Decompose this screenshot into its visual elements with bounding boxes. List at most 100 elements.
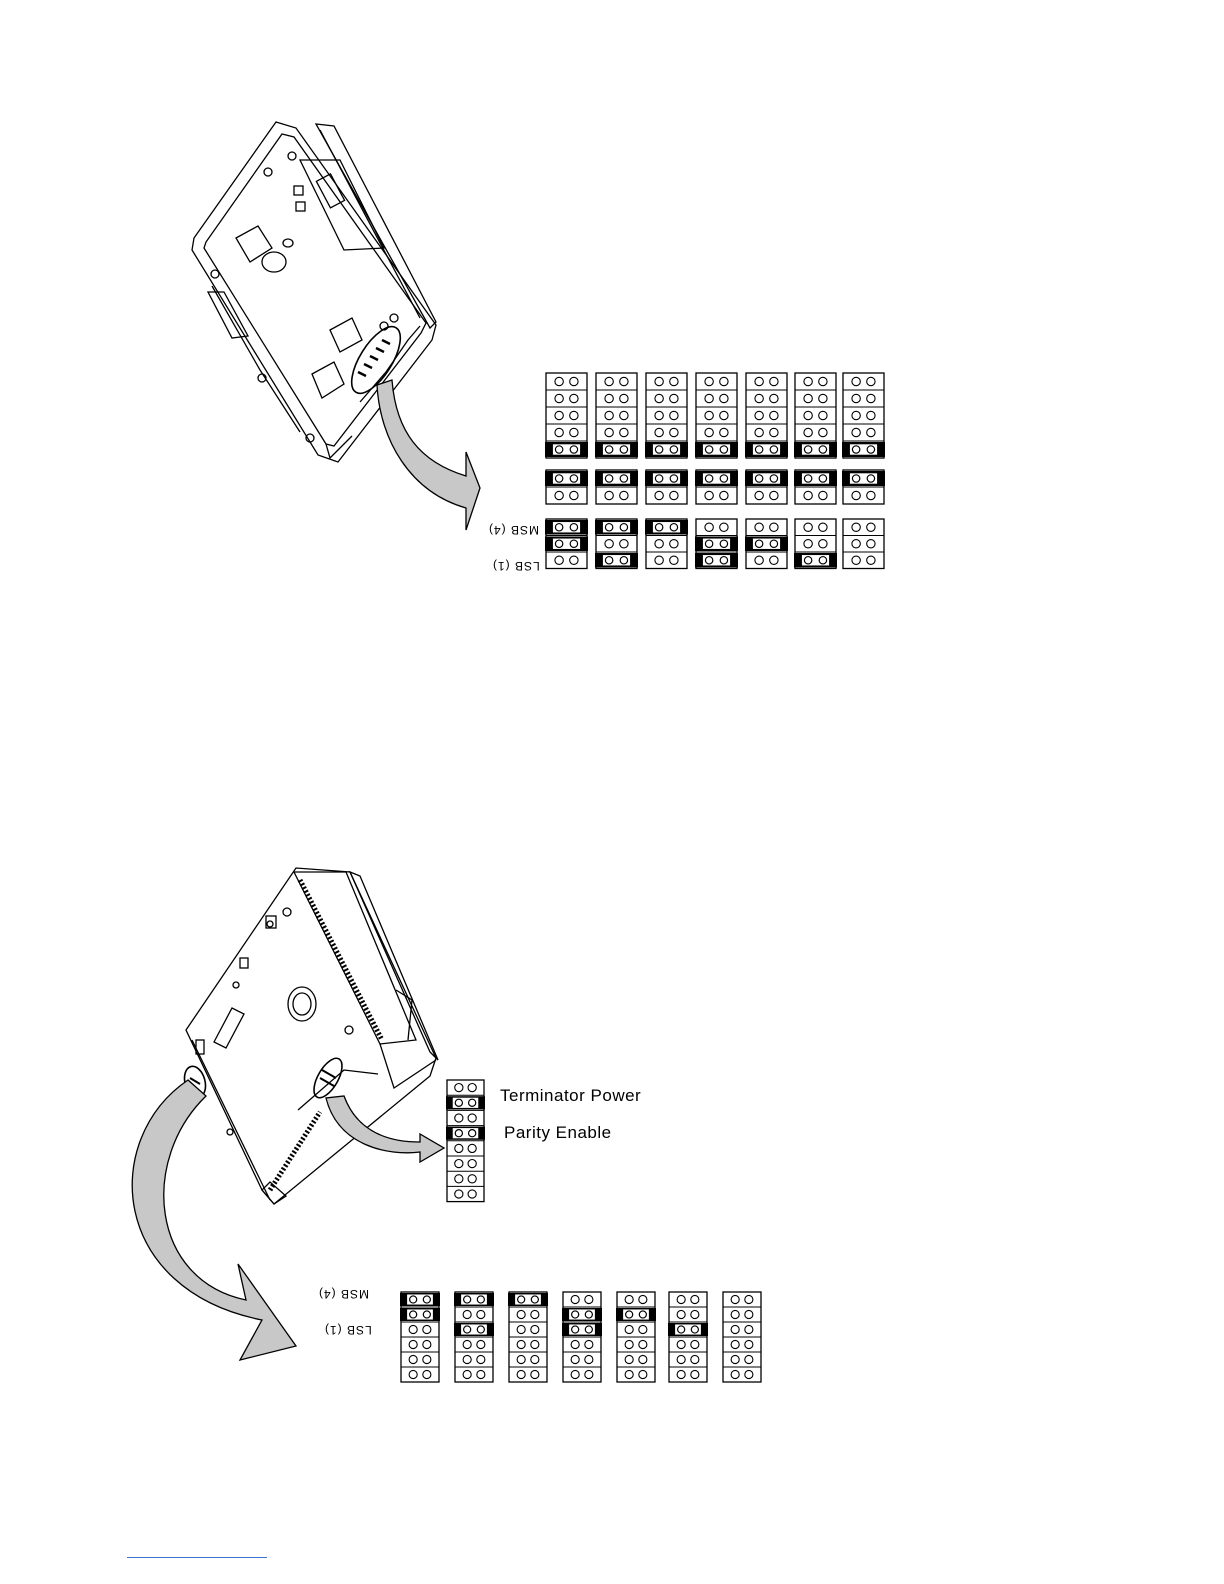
pin — [720, 394, 728, 402]
pin — [639, 1355, 647, 1363]
pin — [731, 1355, 739, 1363]
pin — [770, 446, 777, 453]
scsi-id-jumper-column — [645, 519, 688, 569]
pin — [555, 491, 563, 499]
pin — [455, 1159, 463, 1167]
pin — [867, 540, 875, 548]
pin — [555, 377, 563, 385]
pin — [468, 1083, 476, 1091]
pin — [705, 411, 713, 419]
upper-jumper-column — [745, 373, 788, 458]
pin — [670, 446, 677, 453]
pin — [655, 475, 662, 482]
pin — [745, 1340, 753, 1348]
pin — [819, 491, 827, 499]
pin — [691, 1340, 699, 1348]
pin — [755, 446, 762, 453]
pin — [731, 1295, 739, 1303]
footer-rule — [127, 1557, 267, 1558]
pin — [571, 1340, 579, 1348]
pin — [423, 1311, 430, 1318]
pin — [819, 411, 827, 419]
middle-jumper-column — [595, 470, 638, 504]
pin — [655, 446, 662, 453]
pin — [517, 1325, 525, 1333]
pin — [755, 394, 763, 402]
pin — [572, 1311, 579, 1318]
pin — [455, 1144, 463, 1152]
pin — [625, 1340, 633, 1348]
pin — [625, 1295, 633, 1303]
pin — [605, 524, 612, 531]
pin — [639, 1295, 647, 1303]
pin — [852, 411, 860, 419]
pin — [571, 1355, 579, 1363]
pin — [670, 491, 678, 499]
pin — [463, 1340, 471, 1348]
pin — [463, 1370, 471, 1378]
pin — [570, 446, 577, 453]
scsi-id-jumper-column-frame — [843, 519, 884, 569]
pin — [819, 428, 827, 436]
pin — [852, 523, 860, 531]
pin — [819, 446, 826, 453]
pin — [867, 377, 875, 385]
pin — [852, 428, 860, 436]
pin — [691, 1370, 699, 1378]
pin — [620, 377, 628, 385]
pin — [755, 411, 763, 419]
scsi-id-jumper-column — [545, 519, 588, 569]
pin — [705, 540, 712, 547]
pin — [867, 446, 874, 453]
pin — [625, 1325, 633, 1333]
pin — [655, 540, 663, 548]
scsi-id-jumper-table-bottom — [400, 1292, 761, 1382]
pin — [605, 557, 612, 564]
pin — [745, 1355, 753, 1363]
pin — [720, 491, 728, 499]
pin — [555, 394, 563, 402]
pin — [720, 523, 728, 531]
scsi-id-jumper-column-bottom — [454, 1292, 494, 1382]
pin — [571, 1295, 579, 1303]
pin — [477, 1370, 485, 1378]
upper-jumper-column — [645, 373, 688, 458]
pin — [464, 1326, 471, 1333]
pin — [705, 394, 713, 402]
pin — [531, 1370, 539, 1378]
pin — [804, 523, 812, 531]
pin — [605, 411, 613, 419]
pin — [605, 475, 612, 482]
pin — [585, 1340, 593, 1348]
pin — [455, 1190, 463, 1198]
pin — [410, 1296, 417, 1303]
pin — [745, 1370, 753, 1378]
pin — [731, 1340, 739, 1348]
pin — [755, 377, 763, 385]
pin — [605, 428, 613, 436]
pin — [570, 377, 578, 385]
pin — [585, 1326, 592, 1333]
pin — [755, 523, 763, 531]
pin — [655, 377, 663, 385]
pin — [655, 394, 663, 402]
pin — [518, 1296, 525, 1303]
pin — [745, 1310, 753, 1318]
pin — [720, 377, 728, 385]
pin — [468, 1190, 476, 1198]
pin — [705, 446, 712, 453]
pin — [423, 1296, 430, 1303]
pin — [469, 1130, 476, 1137]
pin — [770, 556, 778, 564]
pin — [477, 1296, 484, 1303]
pin — [691, 1310, 699, 1318]
pin — [463, 1310, 471, 1318]
pin — [655, 428, 663, 436]
pin — [770, 491, 778, 499]
scsi-id-jumper-column-bottom — [616, 1292, 656, 1382]
pin — [620, 475, 627, 482]
pin — [477, 1355, 485, 1363]
pin — [720, 475, 727, 482]
pin — [720, 540, 727, 547]
pin — [605, 491, 613, 499]
